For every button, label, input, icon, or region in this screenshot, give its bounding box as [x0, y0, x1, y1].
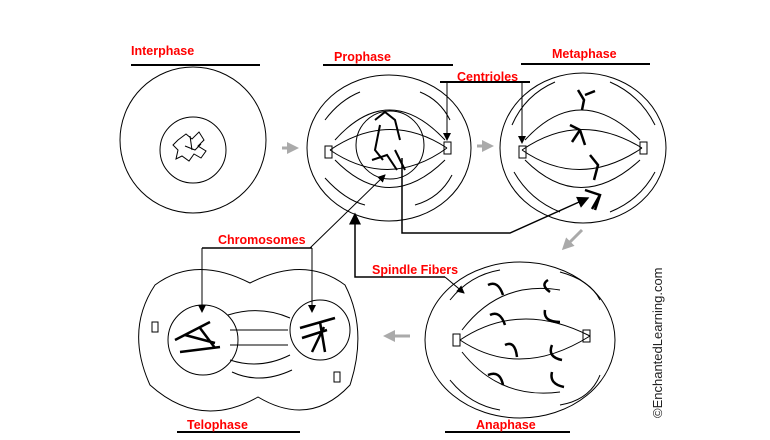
label-spindle-fibers: Spindle Fibers — [372, 263, 459, 277]
label-metaphase: Metaphase — [552, 47, 617, 61]
label-anaphase: Anaphase — [476, 418, 536, 432]
label-chromosomes: Chromosomes — [218, 233, 306, 247]
label-interphase: Interphase — [131, 44, 195, 58]
label-prophase: Prophase — [334, 50, 391, 64]
label-underlines — [131, 63, 650, 433]
copyright-text: ©EnchantedLearning.com — [650, 267, 665, 418]
pointer-lines — [198, 81, 590, 313]
phase-arrows — [282, 140, 584, 342]
prophase-cell — [306, 74, 472, 222]
label-telophase: Telophase — [187, 418, 248, 432]
anaphase-cell — [424, 261, 616, 419]
metaphase-cell — [499, 72, 667, 224]
telophase-cell — [138, 269, 359, 412]
label-centrioles: Centrioles — [457, 70, 519, 84]
interphase-cell — [119, 66, 267, 214]
